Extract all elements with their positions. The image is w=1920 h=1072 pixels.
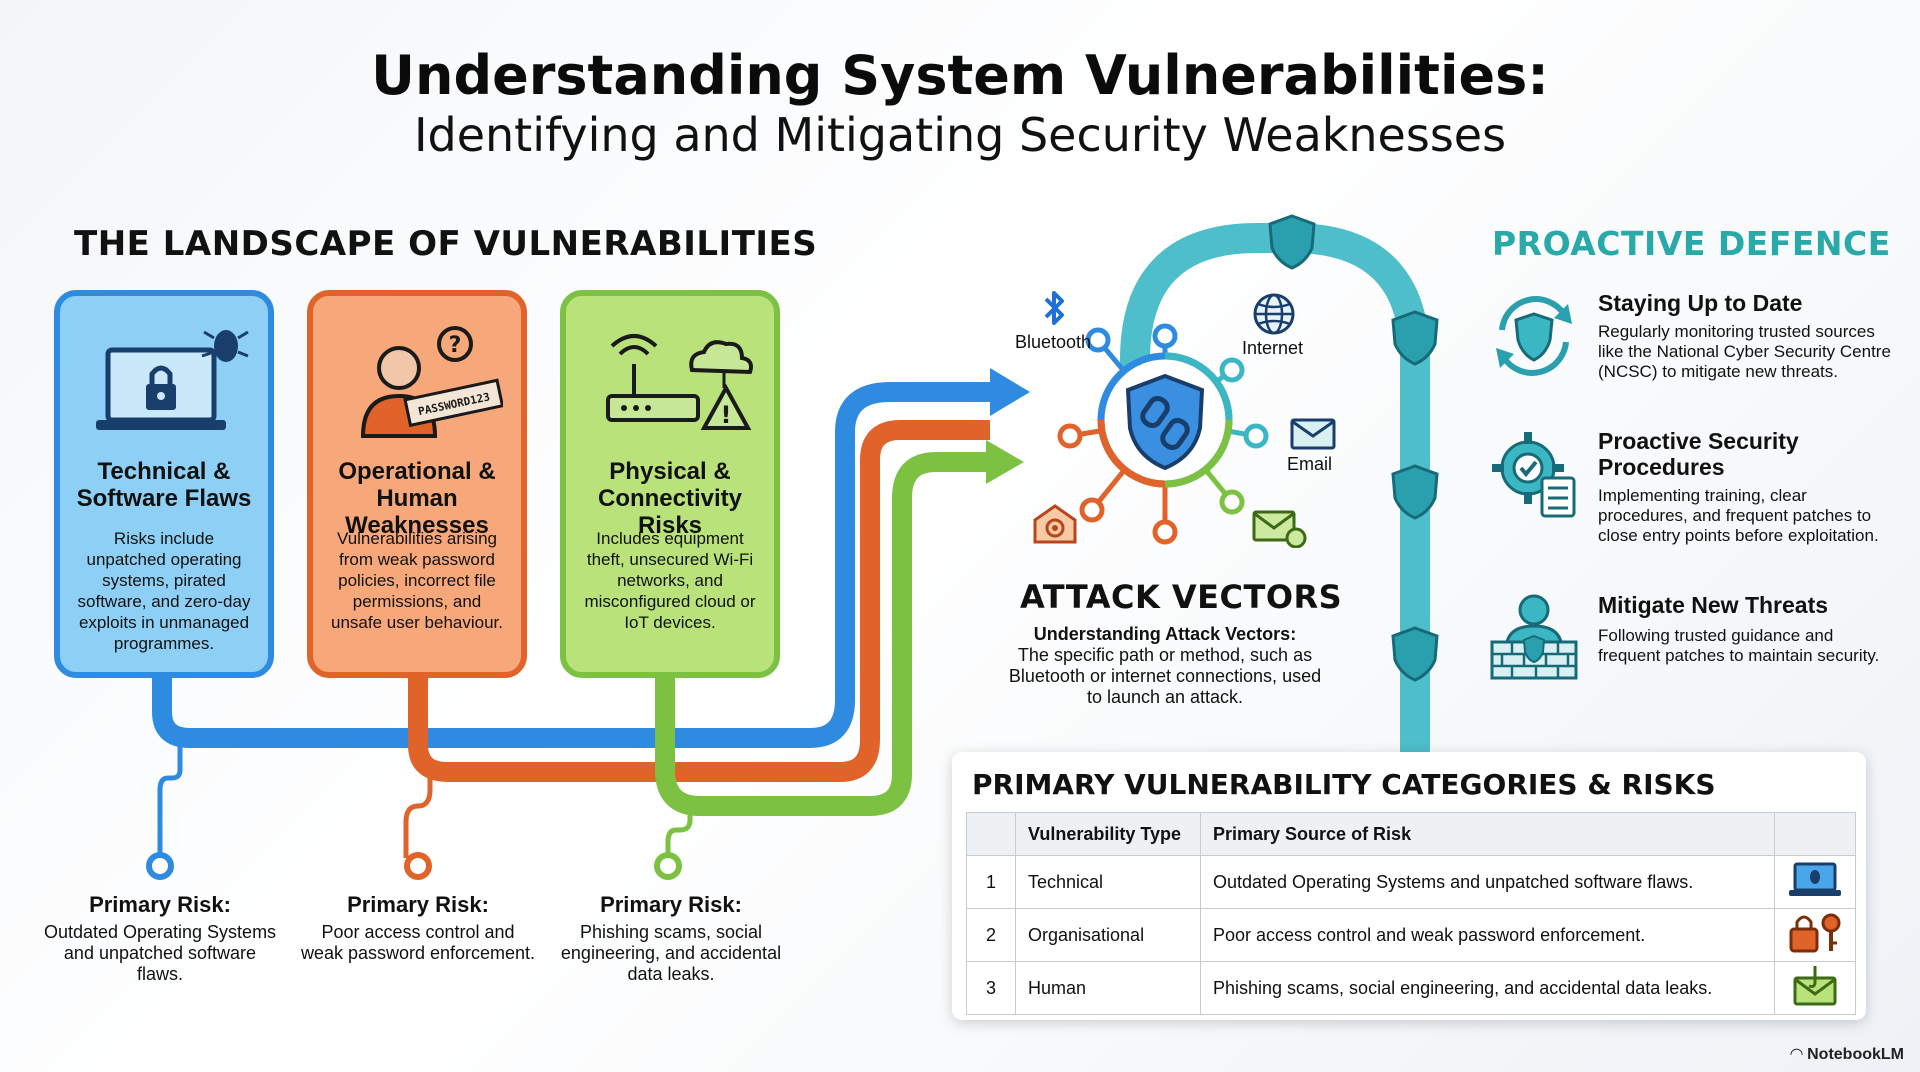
table-row: 3 Human Phishing scams, social engineeri… [966,961,1856,1015]
attack-vectors-text: Understanding Attack Vectors: The specif… [1000,624,1330,708]
landscape-heading: THE LANDSCAPE OF VULNERABILITIES [74,224,818,264]
email-hook-icon [1793,965,1837,1005]
table-header-row: Vulnerability Type Primary Source of Ris… [966,812,1856,856]
notebooklm-label: NotebookLM [1807,1046,1904,1063]
primary-risk-heading: Primary Risk: [600,892,742,917]
card-desc: Vulnerabilities arising from weak passwo… [330,529,503,632]
bluetooth-icon [1044,291,1064,325]
person-firewall-icon [1490,594,1578,680]
row-risk: Phishing scams, social engineering, and … [1200,961,1775,1015]
primary-risk-heading: Primary Risk: [347,892,489,917]
attack-vectors-subheading: Understanding Attack Vectors: [1033,624,1297,644]
table-header-icon [1774,812,1856,856]
lock-key-icon [1789,913,1841,952]
arch-shields [1268,214,1439,682]
table-header-type: Vulnerability Type [1015,812,1201,856]
categories-table-panel: PRIMARY VULNERABILITY CATEGORIES & RISKS… [952,752,1866,1020]
categories-table: Vulnerability Type Primary Source of Ris… [966,812,1856,1015]
primary-risk-desc: Poor access control and weak password en… [300,922,536,963]
notebooklm-icon: ◠ [1790,1046,1803,1063]
primary-risk-desc: Phishing scams, social engineering, and … [560,922,782,984]
primary-risk-operational: Primary Risk: Poor access control and we… [298,892,538,964]
defence-item-title: Proactive Security Procedures [1598,428,1799,480]
primary-risk-technical: Primary Risk: Outdated Operating Systems… [40,892,280,985]
primary-risk-heading: Primary Risk: [89,892,231,917]
globe-icon [1253,293,1295,335]
router-cloud-warning-icon: ! [606,334,753,430]
attack-vectors-desc: The specific path or method, such as Blu… [1008,645,1322,707]
gear-checklist-icon [1492,432,1576,518]
shield-refresh-icon [1496,296,1572,376]
card-title: Operational & Human Weaknesses [338,458,496,539]
defence-item-desc: Regularly monitoring trusted sources lik… [1598,322,1891,381]
defence-item-title: Mitigate New Threats [1598,592,1829,618]
table-row: 1 Technical Outdated Operating Systems a… [966,855,1856,909]
laptop-bug-icon [1789,862,1841,896]
card-desc: Risks include unpatched operating system… [77,529,251,653]
attack-vectors-heading: ATTACK VECTORS [1020,578,1343,616]
person-password-icon: ? PASSWORD123 [360,326,503,438]
email-spam-icon [1252,510,1307,548]
row-risk: Outdated Operating Systems and unpatched… [1200,855,1775,909]
main-title: Understanding System Vulnerabilities: [371,44,1549,107]
row-icon-cell [1774,908,1856,962]
row-number: 1 [966,855,1016,909]
internet-label: Internet [1242,338,1304,358]
row-type: Technical [1015,855,1201,909]
laptop-bug-lock-icon [96,330,249,430]
table-heading: PRIMARY VULNERABILITY CATEGORIES & RISKS [972,768,1716,801]
primary-risk-desc: Outdated Operating Systems and unpatched… [43,922,277,984]
card-operational: ? PASSWORD123 Operational & Human Weakne… [307,290,527,678]
table-header-risk: Primary Source of Risk [1200,812,1775,856]
shield-icon [1268,214,1439,682]
card-physical: ! Physical & Connectivity Risks Includes… [560,290,780,678]
card-technical: Technical & Software Flaws Risks include… [54,290,274,678]
table-row: 2 Organisational Poor access control and… [966,908,1856,962]
email-label: Email [1287,454,1333,474]
defence-item-title: Staying Up to Date [1598,290,1803,316]
row-number: 2 [966,908,1016,962]
defence-item-desc: Implementing training, clear procedures,… [1598,486,1879,545]
table-header-number [966,812,1016,856]
svg-text:!: ! [721,401,732,429]
row-icon-cell [1774,961,1856,1015]
card-title: Physical & Connectivity Risks [597,458,743,539]
defence-item-desc: Following trusted guidance and frequent … [1598,626,1880,665]
email-at-icon [1033,504,1077,544]
main-subtitle: Identifying and Mitigating Security Weak… [413,108,1507,162]
email-envelope-icon [1290,418,1336,450]
row-type: Organisational [1015,908,1201,962]
notebooklm-logo: ◠ NotebookLM [1790,1044,1904,1064]
row-icon-cell [1774,855,1856,909]
card-desc: Includes equipment theft, unsecured Wi-F… [584,529,756,632]
row-type: Human [1015,961,1201,1015]
row-number: 3 [966,961,1016,1015]
card-title: Technical & Software Flaws [76,458,252,512]
shield-broken-chain-icon [1125,373,1205,471]
defence-heading: PROACTIVE DEFENCE [1492,224,1891,263]
row-risk: Poor access control and weak password en… [1200,908,1775,962]
svg-text:?: ? [449,333,462,358]
bluetooth-label: Bluetooth [1015,332,1092,352]
attack-vector-hub [1057,323,1269,545]
primary-risk-physical: Primary Risk: Phishing scams, social eng… [551,892,791,985]
